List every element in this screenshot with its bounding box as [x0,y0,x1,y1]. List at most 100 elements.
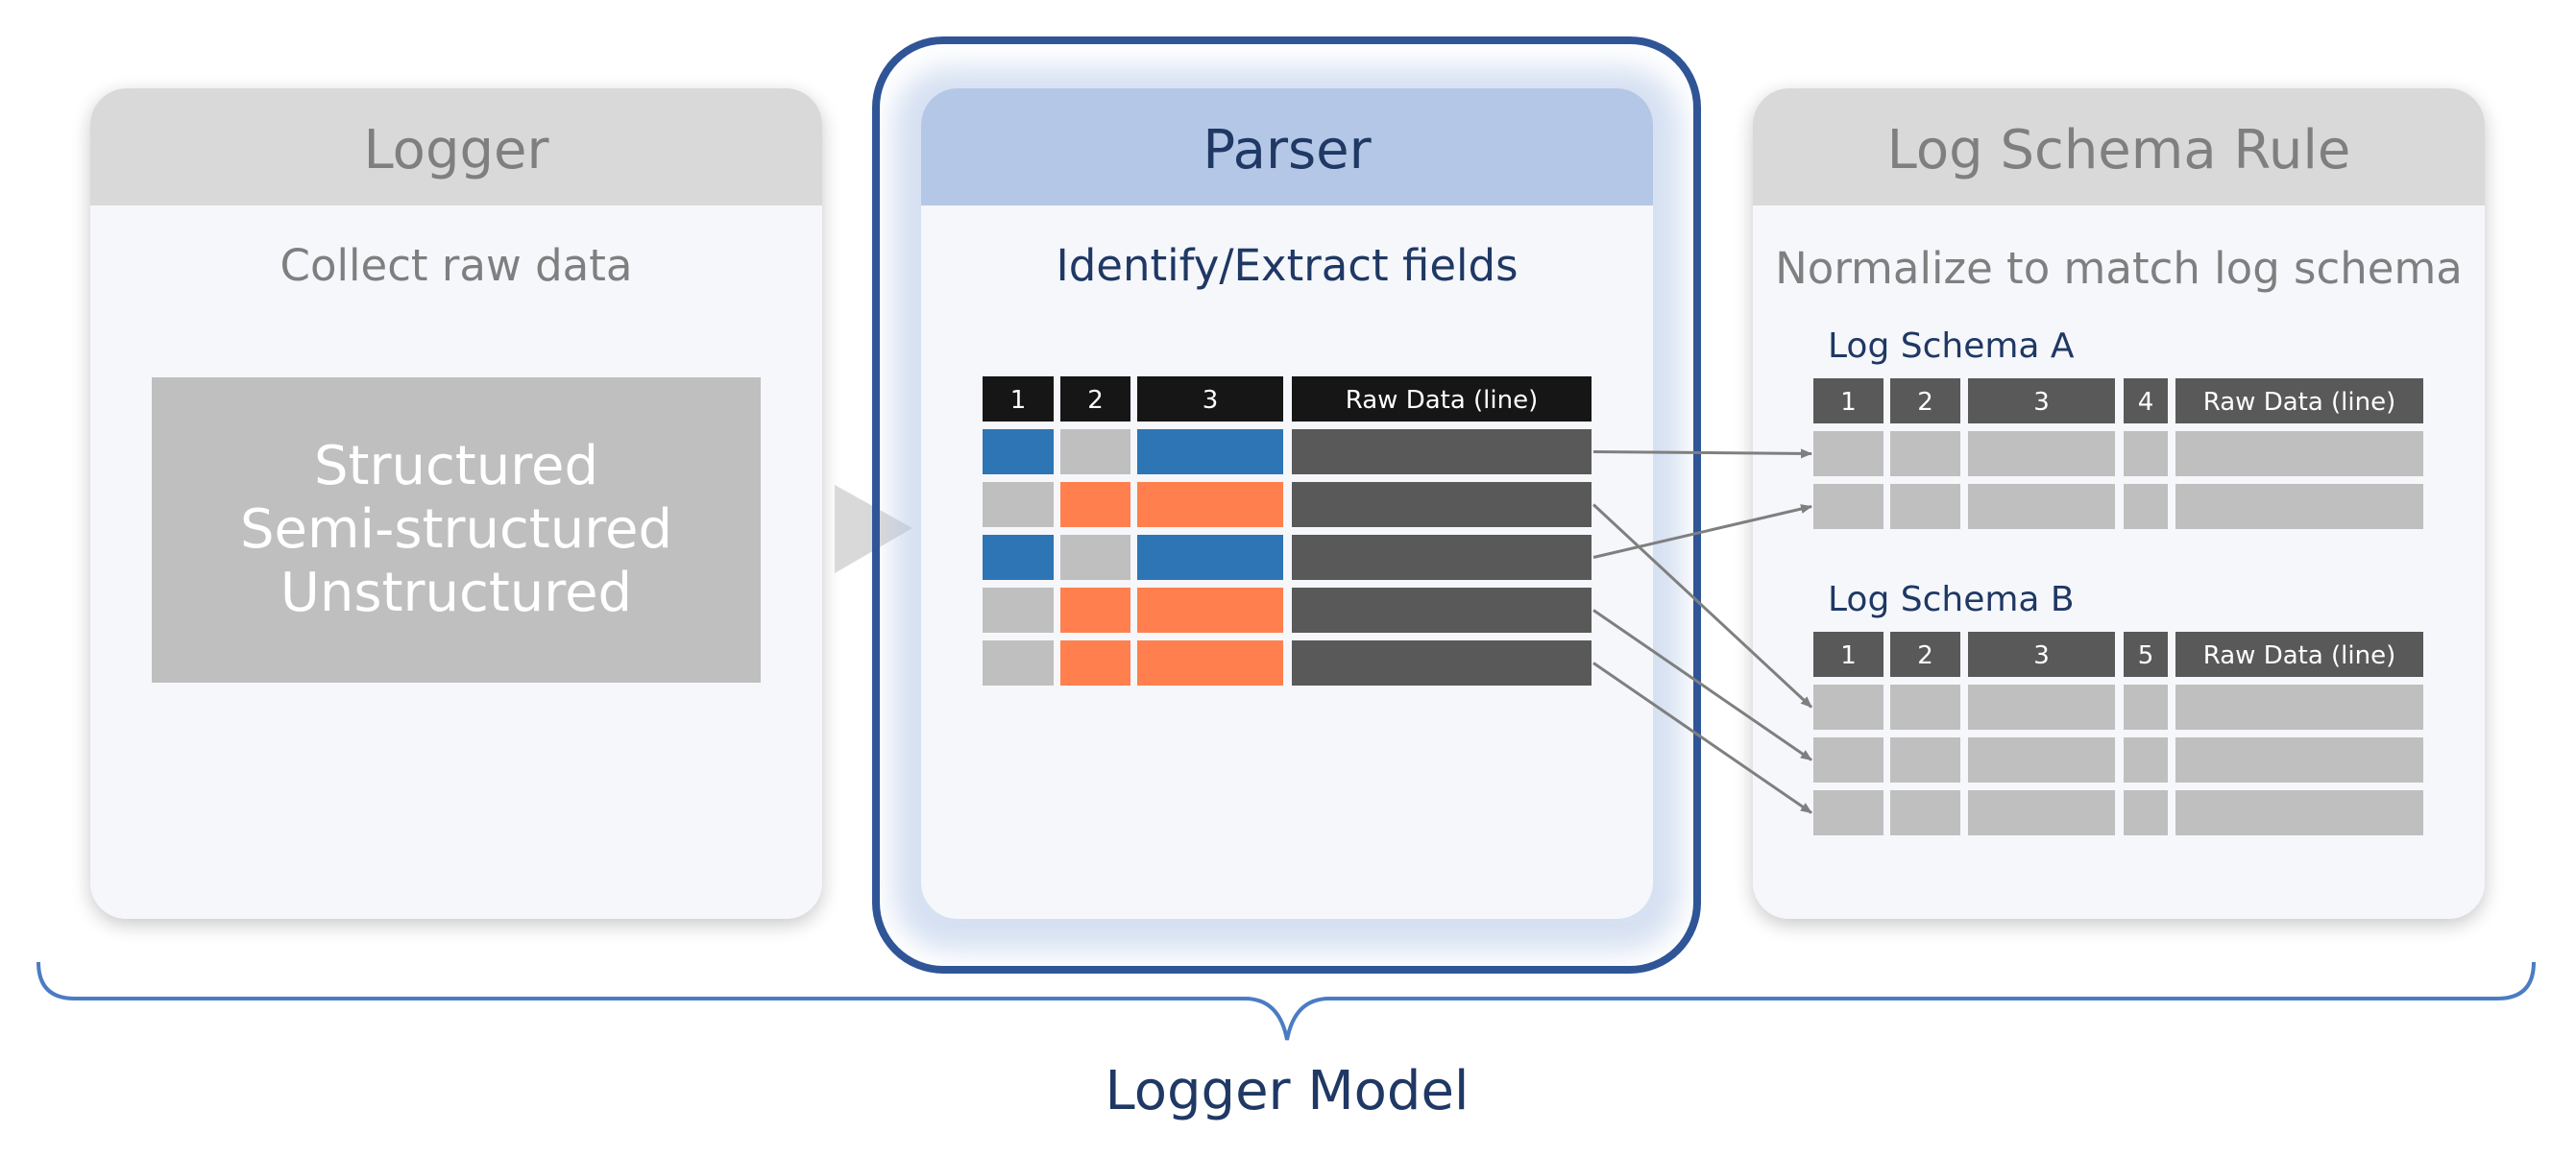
schema-rule-title: Log Schema Rule [1887,119,2351,181]
schema-b-title: Log Schema B [1828,580,2075,619]
raw-data-types-box [152,377,761,683]
parser-cell [1137,588,1283,633]
schema-b-cell [1890,685,1960,730]
schema-b-cell [1890,737,1960,783]
schema-a-cell [1968,484,2115,529]
parser-highlight-frame [872,36,1701,974]
parser-header-cell [1060,376,1130,422]
schema-b-header-cell [2124,632,2168,677]
schema-a-cell [1890,431,1960,476]
parser-cell [1292,640,1592,686]
schema-a-header-cell [2175,378,2423,423]
logger-title: Logger [363,119,549,181]
schema-b-cell [1813,737,1883,783]
mapping-arrow [1592,448,1812,459]
schema-b-cell [1890,790,1960,835]
logger-model-label: Logger Model [1106,1060,1470,1122]
schema-a-cell [1813,484,1883,529]
data-type-structured: Structured [314,435,598,497]
parser-header-label: 3 [1203,386,1219,415]
parser-subtitle: Identify/Extract fields [1056,240,1518,291]
schema-a-header-label: Raw Data (line) [2203,388,2396,417]
data-type-unstructured: Unstructured [280,562,632,624]
parser-header-label: 1 [1010,386,1027,415]
logger-subtitle: Collect raw data [280,240,633,291]
schema-a-header-label: 2 [1917,388,1933,417]
parser-table: 1 2 3 Raw Data (line) [983,376,1592,686]
parser-cell [1060,535,1130,580]
parser-cell [983,429,1054,474]
schema-a-header-label: 3 [2033,388,2050,417]
schema-b-header-cell [1813,632,1883,677]
schema-a-cell [2124,484,2168,529]
logger-card: Logger Collect raw data Structured Semi-… [90,88,822,919]
schema-b-header-label: 3 [2033,641,2050,670]
schema-b-table: 1 2 3 5 Raw Data (line) [1813,632,2423,835]
parser-header-cell [1137,376,1283,422]
schema-b-cell [2175,685,2423,730]
mapping-arrow [1592,662,1812,814]
schema-b-cell [1968,790,2115,835]
schema-a-cell [2124,431,2168,476]
parser-cell [1292,535,1592,580]
parser-cell [1137,640,1283,686]
schema-a-cell [2175,431,2423,476]
mapping-arrow [1592,609,1812,761]
schema-a-header-label: 1 [1840,388,1857,417]
schema-b-header-label: 1 [1840,641,1857,670]
parser-header-cell [983,376,1054,422]
parser-header-label: Raw Data (line) [1346,386,1539,415]
parser-cell [1060,429,1130,474]
parser-cell [1137,429,1283,474]
schema-a-cell [2175,484,2423,529]
schema-b-header-label: 2 [1917,641,1933,670]
schema-a-header-label: 4 [2138,388,2154,417]
schema-b-cell [2175,737,2423,783]
parser-cell [1292,482,1592,527]
log-schema-rule-card: Log Schema Rule Normalize to match log s… [1753,88,2485,919]
schema-a-header-cell [1890,378,1960,423]
parser-cell [1292,429,1592,474]
schema-a-header-cell [1968,378,2115,423]
schema-a-header-cell [1813,378,1883,423]
schema-a-cell [1890,484,1960,529]
schema-b-header-label: Raw Data (line) [2203,641,2396,670]
schema-b-header-cell [1968,632,2115,677]
schema-a-title: Log Schema A [1828,326,2075,366]
mapping-arrow [1592,504,1812,559]
schema-a-header-cell [2124,378,2168,423]
schema-b-cell [1813,685,1883,730]
parser-cell [1292,588,1592,633]
schema-b-cell [2175,790,2423,835]
schema-b-cell [1968,685,2115,730]
schema-b-cell [1968,737,2115,783]
schema-a-cell [1968,431,2115,476]
schema-b-cell [1813,790,1883,835]
mapping-arrows [1592,448,1813,814]
schema-a-cell [1813,431,1883,476]
schema-b-cell [2124,790,2168,835]
data-type-semi-structured: Semi-structured [240,498,672,561]
schema-b-header-label: 5 [2138,641,2154,670]
parser-title: Parser [1203,119,1372,181]
parser-cell [1137,535,1283,580]
parser-header-label: 2 [1087,386,1104,415]
parser-cell [983,588,1054,633]
parser-cell [1060,640,1130,686]
parser-header-cell [1292,376,1592,422]
schema-b-header-cell [1890,632,1960,677]
schema-b-cell [2124,737,2168,783]
parser-cell [983,535,1054,580]
parser-cell [1060,588,1130,633]
parser-card: Parser Identify/Extract fields 1 2 3 Raw Da… [872,36,1701,974]
mapping-arrow [1592,503,1813,709]
logger-model-brace [36,961,2536,1041]
parser-cell [1137,482,1283,527]
parser-cell [983,482,1054,527]
schema-b-header-cell [2175,632,2423,677]
schema-b-cell [2124,685,2168,730]
schema-a-table: 1 2 3 4 Raw Data (line) [1813,378,2423,529]
parser-cell [983,640,1054,686]
schema-rule-subtitle: Normalize to match log schema [1775,243,2463,294]
